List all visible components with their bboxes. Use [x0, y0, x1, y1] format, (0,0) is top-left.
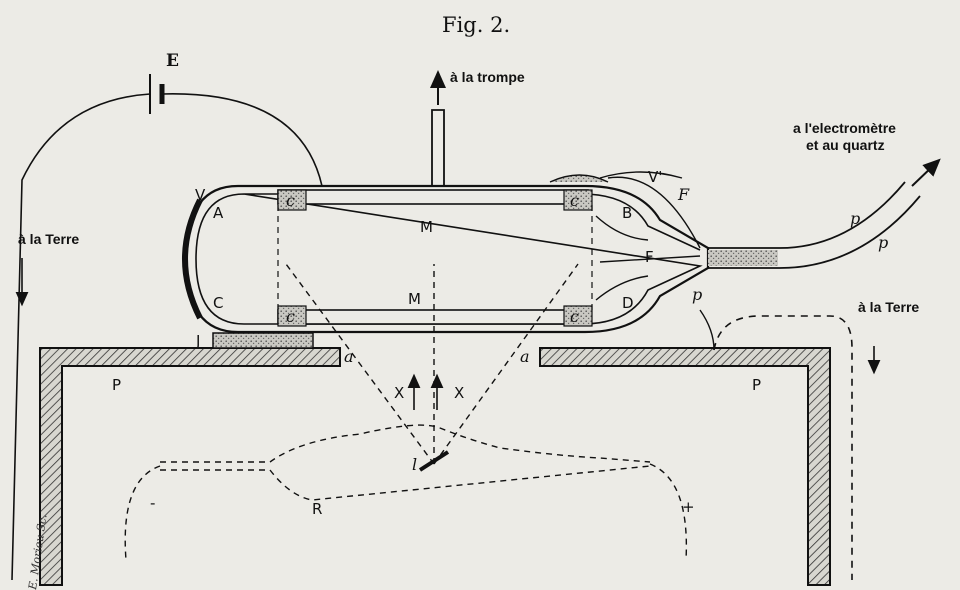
label-x-right: X — [454, 384, 464, 402]
plate-m-lower — [277, 309, 589, 325]
label-a-right: a — [520, 347, 530, 366]
label-m-lower: M — [408, 290, 421, 308]
label-x-left: X — [394, 384, 404, 402]
label-c-bl: c — [286, 307, 295, 326]
label-c-br: c — [570, 307, 579, 326]
label-c-tr: c — [570, 191, 579, 210]
xray-cone — [285, 263, 579, 465]
label-pump: à la trompe — [450, 69, 525, 85]
label-earth-right: à la Terre — [858, 299, 919, 315]
label-r: R — [312, 500, 322, 518]
label-d-lower: D — [622, 294, 634, 312]
label-a-upper: A — [213, 204, 224, 222]
label-p-right: P — [752, 376, 761, 394]
table-frame — [39, 347, 831, 586]
pump-tube — [430, 70, 446, 186]
label-c-lower: C — [213, 294, 223, 312]
label-v-prime: V' — [648, 168, 662, 186]
label-m-upper: M — [420, 218, 433, 236]
label-p-left: P — [112, 376, 121, 394]
label-v: V — [195, 186, 206, 204]
label-earth-left: à la Terre — [18, 231, 79, 247]
electrometer-tube — [599, 158, 941, 269]
plate-m-upper — [277, 189, 589, 205]
label-electrometer-2: et au quartz — [806, 137, 885, 153]
label-p-tube2: p — [878, 233, 888, 252]
label-plus: + — [682, 498, 695, 516]
label-l: l — [412, 455, 417, 474]
label-c-tl: c — [286, 191, 295, 210]
label-battery-e: E — [166, 51, 179, 71]
earth-wire-right — [699, 309, 881, 580]
label-j: J — [195, 332, 200, 350]
label-electrometer-1: a l'electromètre — [793, 120, 896, 136]
xray-tube-r — [124, 424, 688, 561]
label-minus: - — [150, 494, 155, 512]
label-p-mid: p — [692, 285, 702, 304]
figure-title: Fig. 2. — [442, 13, 510, 37]
label-f-wire: F — [645, 248, 654, 266]
label-f-upper: F — [677, 185, 690, 204]
battery-e — [11, 74, 323, 581]
label-p-tube1: p — [850, 209, 860, 228]
label-a-left: a — [344, 347, 354, 366]
base-block-j — [212, 332, 314, 349]
label-b-upper: B — [622, 204, 632, 222]
